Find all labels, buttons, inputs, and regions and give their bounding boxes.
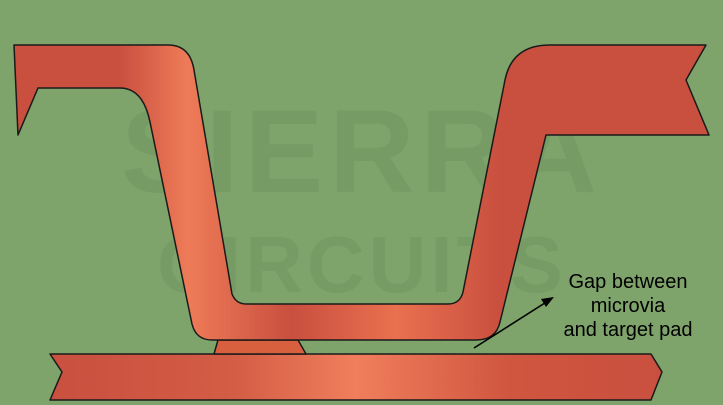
target-pad bbox=[49, 353, 663, 401]
microvia-plating bbox=[13, 44, 710, 341]
gap-annotation: Gap between microvia and target pad bbox=[538, 270, 718, 342]
annotation-line-2: microvia bbox=[590, 295, 666, 317]
annotation-line-3: and target pad bbox=[563, 319, 693, 341]
via-pad-connection bbox=[213, 339, 307, 355]
gap-arrow-line bbox=[473, 300, 549, 349]
annotation-line-1: Gap between bbox=[568, 271, 688, 293]
gap-arrow-head bbox=[541, 297, 554, 307]
